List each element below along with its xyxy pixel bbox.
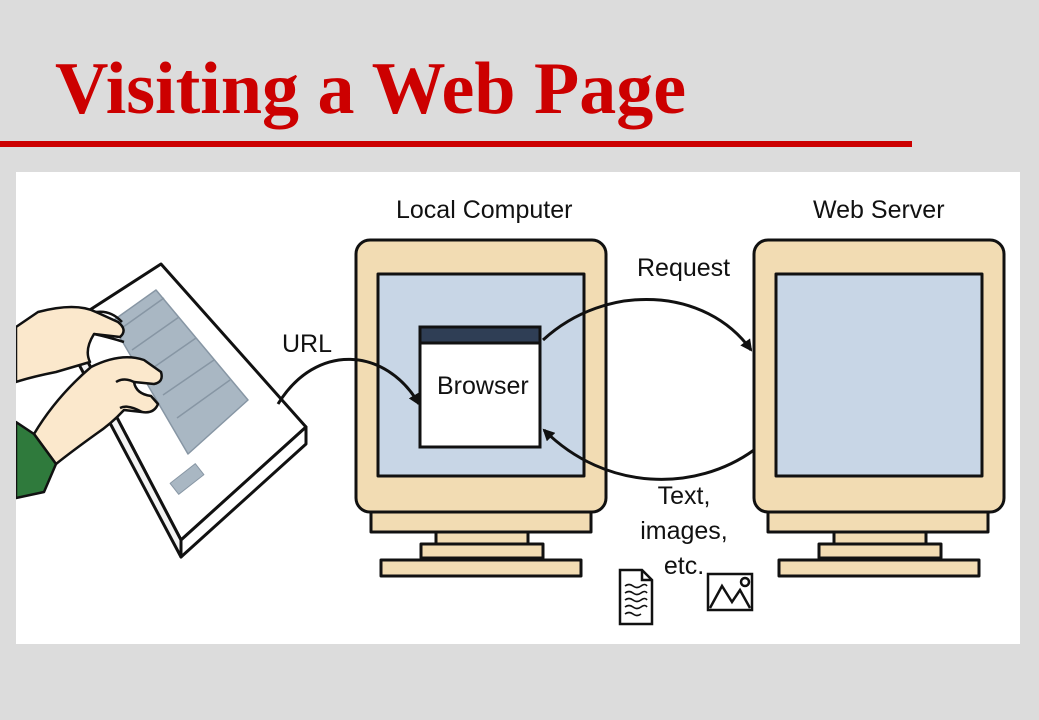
response-label-line-1: Text, [657, 482, 711, 510]
request-arrow [541, 297, 753, 352]
web-server-label: Web Server [813, 196, 945, 224]
diagram-panel: Local Computer Web Server URL Request Br… [16, 172, 1020, 644]
url-arrow [276, 357, 421, 406]
local-computer-label: Local Computer [396, 196, 573, 224]
response-label-line-2: images, [640, 516, 728, 545]
url-label: URL [282, 330, 333, 358]
image-icon [706, 572, 754, 612]
web-server-monitor-icon [752, 238, 1006, 578]
response-label: Text, images, etc. [634, 482, 734, 580]
browser-label: Browser [437, 372, 529, 400]
hands-typing-icon [16, 305, 163, 500]
slide-title: Visiting a Web Page [55, 48, 687, 130]
browser-window-icon [418, 325, 542, 449]
document-icon [618, 568, 654, 626]
response-arrow [542, 428, 755, 481]
request-label: Request [637, 254, 731, 282]
response-label-line-3: etc. [663, 551, 705, 580]
title-underline [0, 141, 912, 147]
diagram-graphic [16, 238, 1006, 626]
